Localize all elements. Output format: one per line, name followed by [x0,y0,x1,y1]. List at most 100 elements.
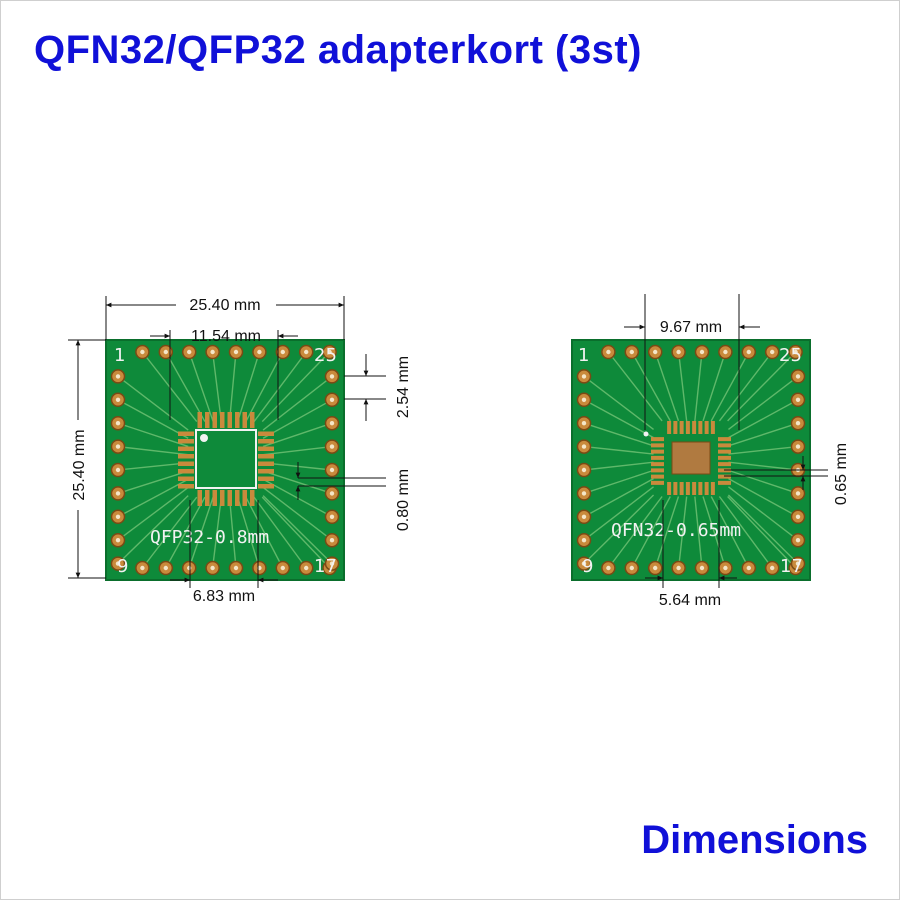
qfp-hole-drill [280,565,285,571]
qfn-smd-pad [679,482,684,495]
qfn-trace [728,422,799,447]
qfn-smd-pad [710,421,715,434]
qfn-hole-drill [793,349,798,355]
qfp-trace [237,351,261,422]
qfn-trace [728,461,799,471]
qfn-hole-drill [581,514,587,519]
qfn-trace [710,351,750,422]
qfp-traces [117,351,333,569]
qfp-smd-pad [235,490,240,506]
qfp-hole-drill [329,444,335,449]
qfn-smd-pad [692,482,697,495]
qfp-hole-drill [115,491,121,496]
qfp-smd-pad [197,412,202,428]
qfp-trace [211,497,223,569]
qfp-smd-pad [197,490,202,506]
qfp-trace [211,351,223,422]
qfn-hole-drill [629,565,634,571]
qfn-smd-pad [651,480,664,485]
qfp-board-label: QFP32-0.8mm [150,527,269,548]
qfn-board: 1 25 9 17 QFN32-0.65mm [571,339,811,581]
qfn-pin-17-label: 17 [780,556,803,577]
qfp-pin-9-label: 9 [117,556,128,577]
qfp-trace [262,399,333,439]
qfn-hole-drill [795,561,801,566]
qfn-trace [728,399,799,439]
qfp-hole-drill [233,565,239,571]
qfp-chip-footprint [178,412,274,506]
qfn-bottom-span-dim: 5.64 mm [659,592,721,609]
qfn-trace [583,375,654,430]
qfn-hole-drill [581,538,587,543]
qfp-smd-pad [205,412,210,428]
qfp-pin-25-label: 25 [314,345,337,366]
qfn-hole-drill [795,397,801,402]
qfn-dimensions: 9.67 mm 0.65 mm 5.64 mm [624,294,850,609]
qfp-smd-pad [178,461,194,466]
qfp-hole-drill [163,349,168,355]
qfn-smd-pad [710,482,715,495]
qfp-hole-drill [233,349,239,355]
qfn-smd-pad [718,462,731,467]
qfp-hole-drill [257,349,262,355]
qfp-hole-drill [329,538,335,543]
qfn-hole-drill [770,349,775,355]
qfp-smd-pad [258,446,274,451]
qfp-trace [261,496,331,569]
qfp-hole-drill [140,349,145,355]
qfp-smd-pad [242,490,247,506]
qfn-pin-9-label: 9 [582,556,593,577]
qfp-smd-pad [178,439,194,444]
qfn-smd-pad [679,421,684,434]
qfp-smd-pad [250,412,255,428]
qfp-trace [188,496,214,569]
qfp-trace [245,351,284,422]
qfp-trace [262,470,333,495]
qfp-trace [117,470,189,495]
qfn-trace [607,351,663,422]
qfp-hole-drill [163,565,168,571]
qfn-smd-pad [718,449,731,454]
qfn-trace [631,351,671,422]
qfn-smd-pad [685,482,690,495]
qfp-pcb [105,339,345,581]
qfn-smd-pad [718,443,731,448]
qfn-trace [654,351,680,422]
qfn-trace [694,351,703,421]
qfn-hole-drill [606,349,611,355]
qfn-trace [583,445,654,455]
qfn-hole-drill [723,565,728,571]
qfn-pin-25-label: 25 [779,345,802,366]
qfn-trace [631,496,671,569]
qfp-chip-span-dim: 11.54 mm [191,328,261,345]
qfp-width-dim: 25.40 mm [189,297,260,314]
qfp-hole-drill [304,565,309,571]
qfn-hole-drill [746,565,751,571]
qfn-trace [583,486,654,541]
qfn-hole-drill [606,565,611,571]
qfp-bottom-span-dim: 6.83 mm [193,588,255,605]
qfp-hole-drill [329,491,335,496]
qfp-smd-pad [205,490,210,506]
qfp-chip-outline [195,429,257,489]
qfn-smd-pad [651,474,664,479]
qfp-smd-pad [242,412,247,428]
qfp-smd-pad [258,476,274,481]
qfp-trace [165,496,206,569]
qfp-trace [165,351,206,422]
qfp-trace [117,462,189,471]
qfp-hole-drill [115,444,121,449]
qfn-exposed-pad [671,441,711,475]
qfn-hole-drill [723,349,728,355]
qfn-trace [677,351,688,421]
qfp-smd-pad [178,476,194,481]
qfn-trace [694,496,703,569]
qfp-smd-pad [178,454,194,459]
qfn-smd-pad [667,482,672,495]
qfn-pad-pitch-dim: 0.65 mm [833,443,850,505]
qfp-hole-drill [329,561,335,566]
qfp-hole-drill [187,349,192,355]
qfn-smd-pad [685,421,690,434]
qfp-smd-pad [220,412,225,428]
